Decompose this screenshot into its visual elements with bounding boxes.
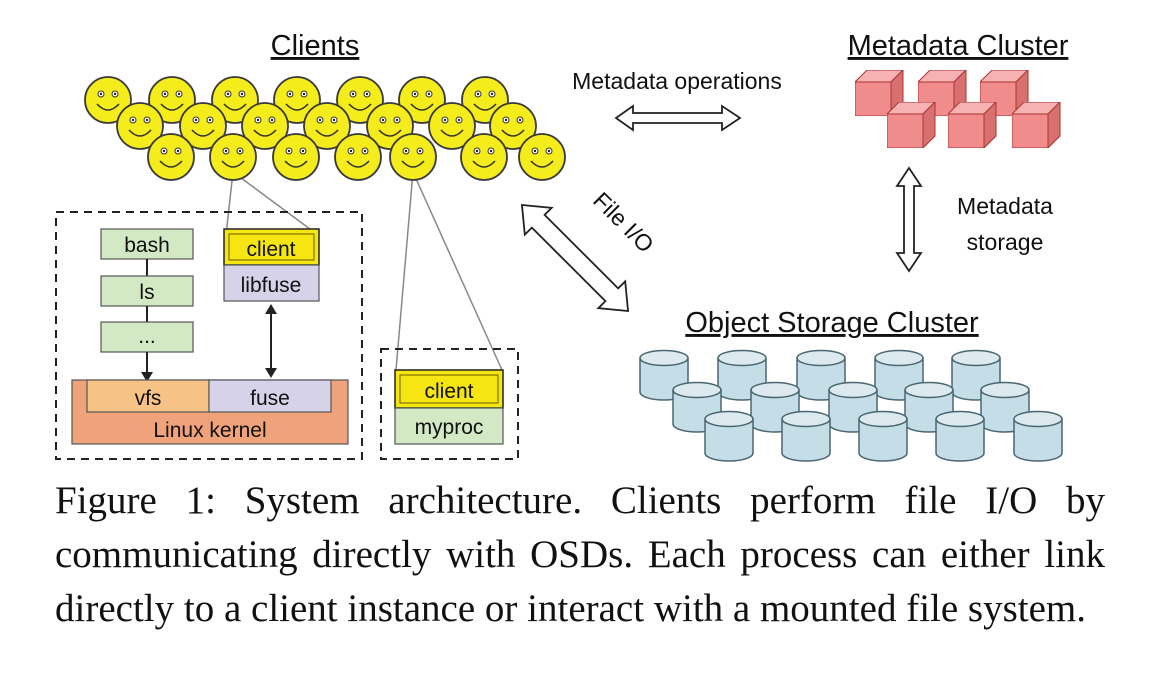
- fuse-box: [208, 379, 332, 413]
- ellipsis-label: ...: [138, 325, 156, 348]
- file-io-label: File I/O: [588, 187, 659, 258]
- fuse-label: fuse: [250, 387, 290, 410]
- vfs-box: [86, 379, 210, 413]
- metadata-operations-label: Metadata operations: [572, 68, 782, 94]
- file-io-arrow: [520, 203, 630, 313]
- metadata-storage-arrow: [895, 166, 923, 273]
- object-storage-cluster-title: Object Storage Cluster: [685, 307, 979, 339]
- clients-title: Clients: [271, 30, 360, 62]
- kernel-label: Linux kernel: [153, 419, 266, 442]
- clients-group: [84, 76, 566, 181]
- libfuse-label: libfuse: [241, 274, 302, 297]
- bash-label: bash: [124, 234, 170, 257]
- myproc-label: myproc: [415, 416, 484, 439]
- fuse-mount-container: [55, 211, 363, 460]
- object-storage-devices: [639, 349, 1063, 462]
- myproc-client-label: client: [424, 380, 473, 403]
- metadata-storage-label-line2: storage: [967, 229, 1044, 255]
- ls-label: ls: [139, 281, 154, 304]
- myproc-client-box: [394, 369, 504, 409]
- metadata-storage-label-line1: Metadata: [957, 193, 1053, 219]
- client-process-connectors: [225, 171, 503, 371]
- direct-link-container: [380, 348, 519, 460]
- libfuse-client-label: client: [246, 238, 295, 261]
- architecture-diagram: Clients Metadata Cluster Object Storage …: [55, 30, 1069, 462]
- metadata-operations-arrow: [614, 104, 742, 132]
- metadata-cluster-servers: [855, 70, 1061, 148]
- bash-process-box: [100, 228, 194, 260]
- libfuse-box: [223, 264, 320, 302]
- vfs-label: vfs: [135, 387, 162, 410]
- myproc-box: [394, 407, 504, 445]
- ls-process-box: [100, 275, 194, 307]
- libfuse-client-box: [223, 228, 320, 266]
- metadata-cluster-title: Metadata Cluster: [848, 30, 1069, 62]
- figure-caption: Figure 1: System architecture. Clients p…: [55, 479, 1105, 630]
